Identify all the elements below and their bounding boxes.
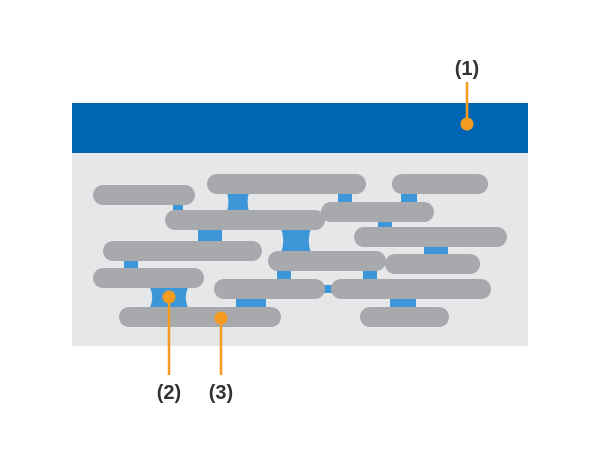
callout-1-label: (1): [455, 58, 479, 80]
rod-9: [385, 254, 480, 274]
rod-6: [354, 227, 507, 247]
rod-10: [93, 268, 204, 288]
top-band: [72, 103, 528, 153]
callout-2-label: (2): [157, 382, 181, 404]
rod-11: [214, 279, 325, 299]
callout-3: (3): [209, 311, 233, 404]
link-5: [198, 226, 222, 245]
rod-4: [165, 210, 325, 230]
rod-13: [119, 307, 281, 327]
link-connector: [322, 285, 334, 293]
rod-1: [93, 185, 195, 205]
link-2: [173, 200, 183, 214]
rod-group: [93, 174, 507, 327]
link-6: [280, 226, 312, 255]
link-1: [226, 190, 250, 214]
rod-2: [207, 174, 366, 194]
rod-3: [392, 174, 488, 194]
rod-7: [103, 241, 262, 261]
callout-2: (2): [157, 290, 181, 404]
callout-1: (1): [455, 58, 479, 131]
rod-5: [321, 202, 434, 222]
rod-14: [360, 307, 449, 327]
rod-12: [331, 279, 491, 299]
rod-8: [268, 251, 386, 271]
callout-3-dot: [214, 311, 228, 325]
callout-2-dot: [162, 290, 176, 304]
callout-3-label: (3): [209, 382, 233, 404]
callout-1-dot: [460, 117, 474, 131]
